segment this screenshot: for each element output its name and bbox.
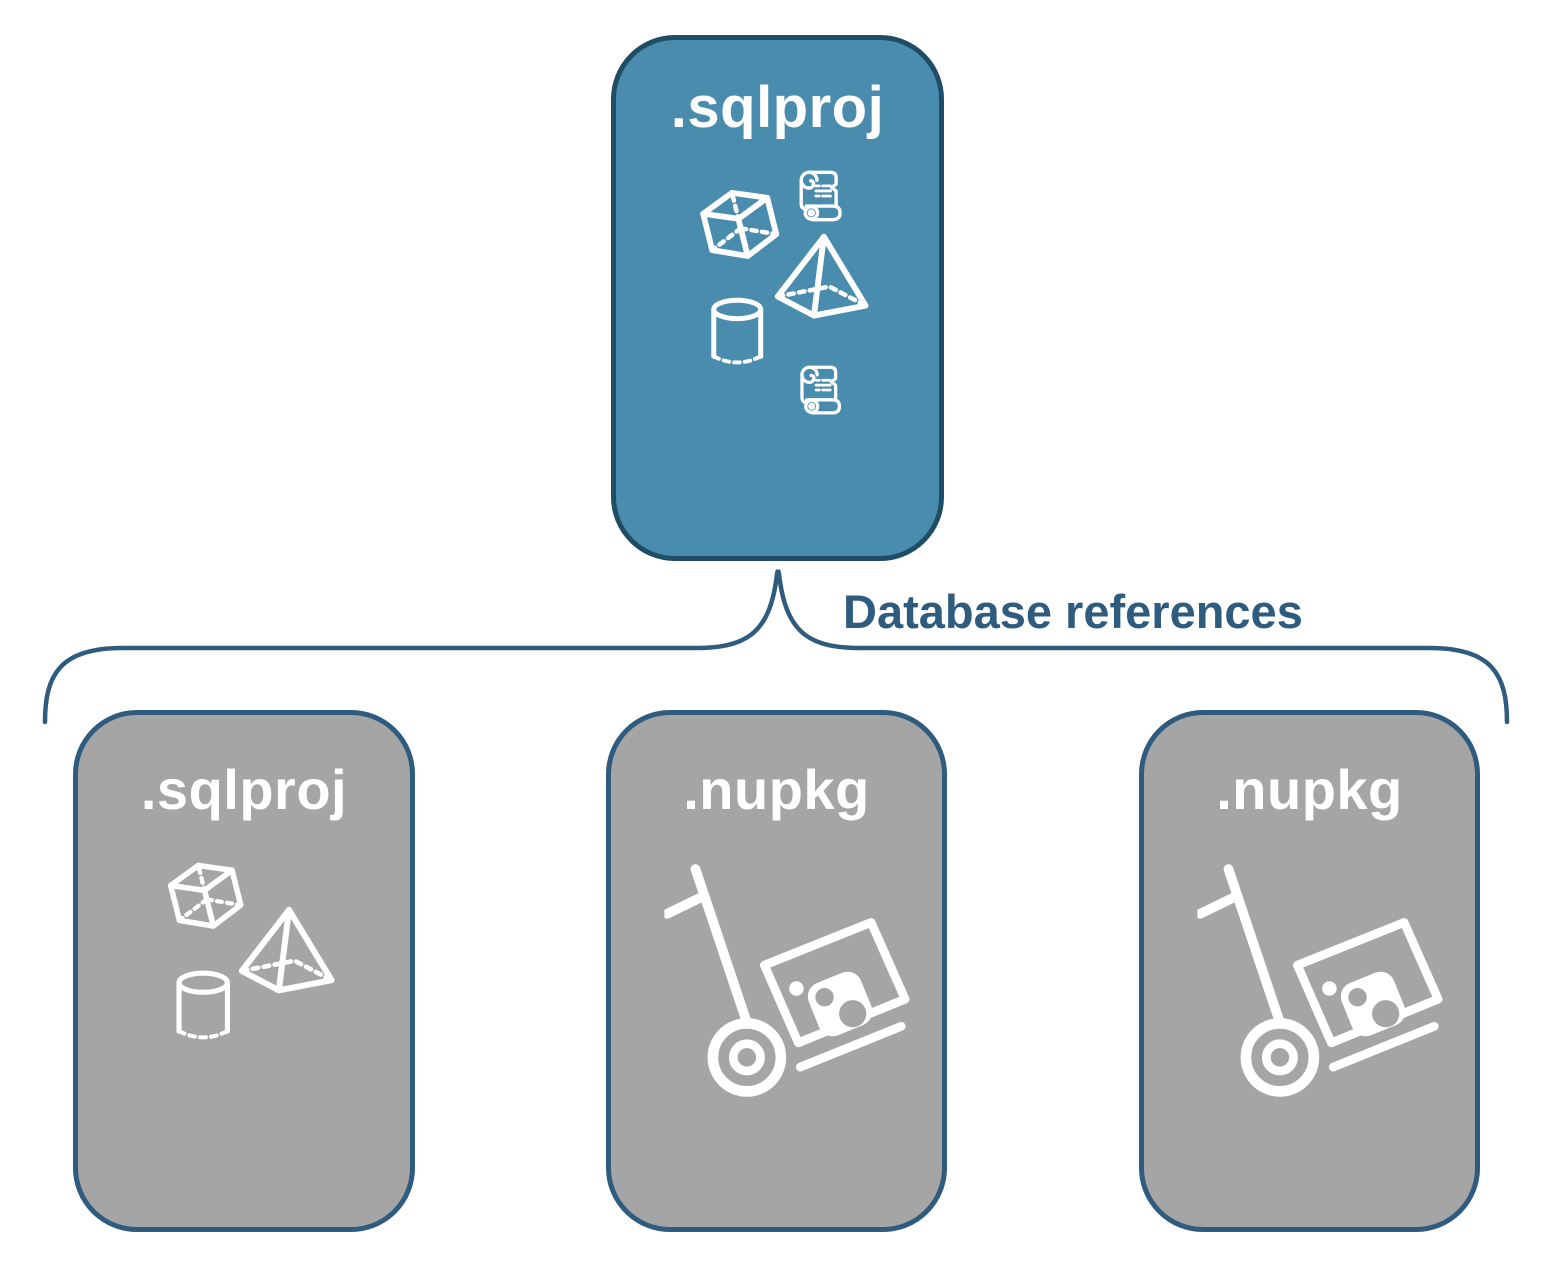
nupkg-reference-icons: [1144, 715, 1475, 1227]
cube-icon: [700, 185, 780, 264]
cube-icon: [168, 858, 244, 934]
card-title: .nupkg: [1216, 758, 1403, 821]
nupkg-reference-icons: [611, 715, 942, 1227]
card-title: .sqlproj: [140, 758, 348, 821]
card-title: .nupkg: [683, 758, 870, 821]
sql-script-icon: [800, 365, 842, 415]
package-dolly-icon: [1200, 869, 1438, 1091]
database-cylinder-icon: [179, 973, 227, 1037]
sql-script-icon: [799, 170, 842, 222]
nupkg-reference-card-1: .nupkg: [606, 710, 947, 1232]
sqlproj-main-card: .sqlproj: [611, 35, 944, 561]
database-cylinder-icon: [714, 300, 761, 362]
pyramid-icon: [778, 237, 866, 316]
main-card-icons: [616, 170, 939, 415]
sqlproj-reference-card: .sqlproj: [73, 710, 415, 1232]
pyramid-icon: [242, 910, 332, 990]
sqlproj-reference-icons: [78, 715, 410, 1227]
card-title: .sqlproj: [670, 75, 885, 140]
nupkg-reference-card-2: .nupkg: [1139, 710, 1480, 1232]
package-dolly-icon: [667, 869, 905, 1091]
database-references-label: Database references: [843, 585, 1303, 638]
